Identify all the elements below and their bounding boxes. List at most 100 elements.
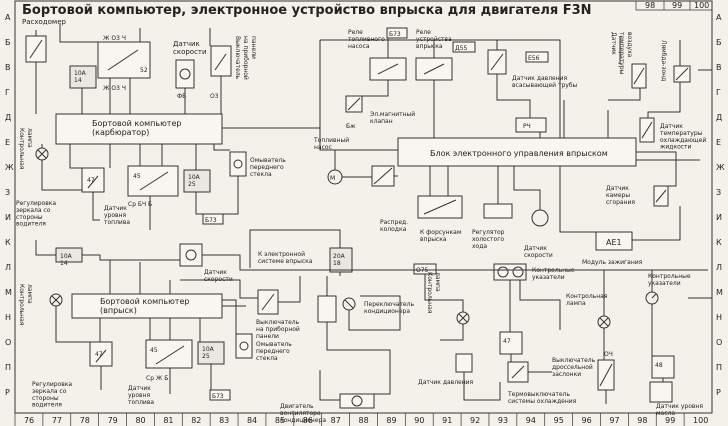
row-letter-left-2: В xyxy=(5,63,11,72)
row-letter-right-9: К xyxy=(716,238,722,247)
svg-text:ОЧ: ОЧ xyxy=(604,351,613,358)
row-letter-left-11: М xyxy=(5,288,12,297)
row-letter-left-13: О xyxy=(5,338,11,347)
code-b73-bot-text: Б73 xyxy=(212,393,224,400)
svg-text:Ж О3 Ч: Ж О3 Ч xyxy=(103,35,126,42)
pressure-switch: Датчик давления xyxy=(418,353,474,386)
row-letter-left-5: Е xyxy=(5,138,10,147)
flow-meter-label: Расходомер xyxy=(22,18,66,26)
bottom-number-99: 99 xyxy=(665,416,675,425)
svg-text:М: М xyxy=(330,175,335,182)
bottom-number-85: 85 xyxy=(275,416,285,425)
svg-text:на приборной: на приборной xyxy=(242,36,249,80)
distrib-label: Распред.колодка xyxy=(380,219,408,233)
row-letter-left-6: Ж xyxy=(5,163,14,172)
svg-text:температуры: температуры xyxy=(618,32,625,75)
row-letter-right-7: З xyxy=(716,188,721,197)
bottom-number-100: 100 xyxy=(693,416,708,425)
bottom-number-86: 86 xyxy=(303,416,313,425)
top-number-99: 99 xyxy=(672,1,682,10)
bottom-number-91: 91 xyxy=(442,416,452,425)
bottom-number-93: 93 xyxy=(498,416,508,425)
relay-52-number: 52 xyxy=(140,67,148,74)
bottom-number-83: 83 xyxy=(219,416,229,425)
code-b73-upper: Б73 xyxy=(386,27,408,39)
lamp-center xyxy=(456,311,470,325)
code-e56-text: Е56 xyxy=(528,55,540,62)
row-letter-left-8: И xyxy=(5,213,11,222)
row-letter-left-7: З xyxy=(5,188,10,197)
code-b73-top: Б73 xyxy=(202,213,224,225)
bottom-number-90: 90 xyxy=(414,416,424,425)
top-number-98: 98 xyxy=(645,1,655,10)
idle-valve-sensor: РЧ xyxy=(515,117,547,133)
fuel-level-top-number: 45 xyxy=(133,173,141,180)
wiring xyxy=(35,24,712,404)
code-b73-upper-text: Б73 xyxy=(389,31,401,38)
bottom-number-92: 92 xyxy=(470,416,480,425)
svg-text:лампа: лампа xyxy=(26,128,33,148)
svg-text:панели: панели xyxy=(250,36,257,59)
bottom-number-94: 94 xyxy=(526,416,536,425)
row-letter-right-11: М xyxy=(716,288,723,297)
flow-meter: Расходомер xyxy=(22,18,66,72)
relay-48-right: 48 xyxy=(651,355,675,379)
relay-47-right-number: 47 xyxy=(503,338,511,345)
computer-carb-block: Бортовой компьютер(карбюратор) xyxy=(55,113,223,145)
row-letter-right-8: И xyxy=(716,213,722,222)
switch-panel-top-label: Выключатель xyxy=(234,36,241,80)
svg-text:Бж: Бж xyxy=(346,123,356,130)
lamp-left-top-label: Контрольная xyxy=(18,128,25,170)
computer-inj-label: Бортовой компьютер(впрыск) xyxy=(100,297,189,315)
code-e56: Е56 xyxy=(525,51,549,63)
top-number-cells: 98 99 100 xyxy=(635,1,712,11)
bottom-number-97: 97 xyxy=(609,416,619,425)
ecu-block: Блок электронного управления впрыском xyxy=(397,137,637,167)
row-letter-right-4: Д xyxy=(716,113,722,122)
fuel-level-top: 45 Ср БЧ Б xyxy=(127,165,179,208)
lamp-left-bot xyxy=(49,293,63,307)
svg-text:лампа: лампа xyxy=(434,272,441,292)
row-letter-right-2: В xyxy=(716,63,722,72)
ignition-label: Модуль зажигания xyxy=(582,259,643,266)
code-b73-bot: Б73 xyxy=(209,389,231,401)
relay-47-right: 47 xyxy=(499,331,523,355)
row-letter-right-3: Г xyxy=(716,88,721,97)
code-b73-top-text: Б73 xyxy=(205,217,217,224)
ignition-code: АЕ1 xyxy=(606,238,622,247)
